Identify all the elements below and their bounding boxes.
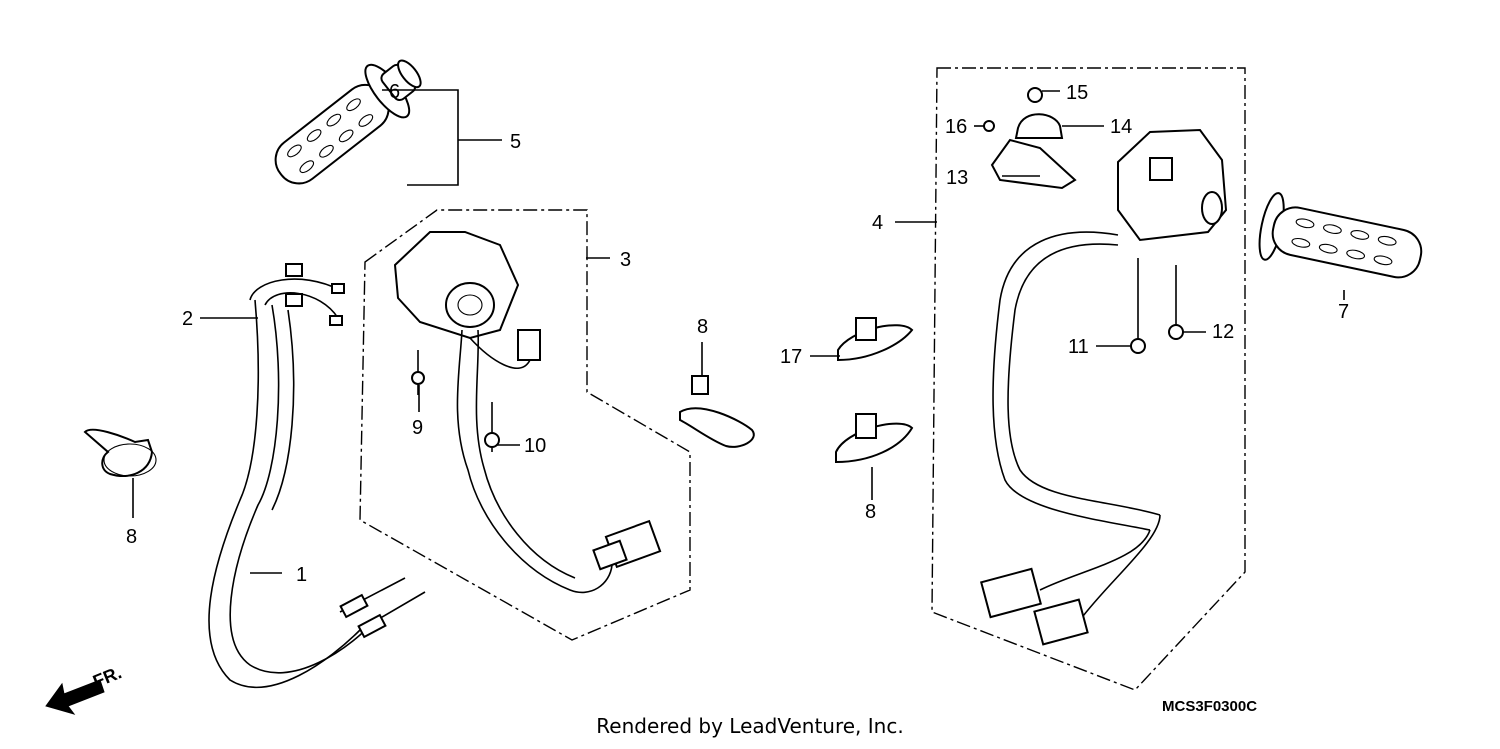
- callout-17: 17: [780, 346, 802, 368]
- left-switch-housing: [393, 231, 662, 594]
- callout-3: 3: [620, 249, 631, 271]
- cable-clamp-middle: [679, 375, 755, 448]
- cable-clamp-left: [83, 428, 157, 477]
- throttle-cables: [208, 263, 426, 688]
- callout-8-right: 8: [865, 501, 876, 523]
- callout-1: 1: [296, 564, 307, 586]
- callout-15: 15: [1066, 82, 1088, 104]
- callout-12: 12: [1212, 321, 1234, 343]
- callout-4: 4: [872, 212, 883, 234]
- left-switch-boundary: [359, 209, 691, 641]
- callout-13: 13: [946, 167, 968, 189]
- callout-10: 10: [524, 435, 546, 457]
- clamps-right: [835, 317, 914, 464]
- bracket-parts: [983, 87, 1077, 190]
- footer-credit: Rendered by LeadVenture, Inc.: [596, 714, 904, 738]
- callout-6: 6: [389, 81, 400, 103]
- callout-16: 16: [945, 116, 967, 138]
- front-arrow-icon: [45, 679, 105, 715]
- right-switch-boundary: [931, 67, 1246, 691]
- leader-lines: [132, 89, 1345, 574]
- callout-8-middle: 8: [697, 316, 708, 338]
- right-switch-housing: [980, 128, 1228, 646]
- callouts: 1 2 3 4 5 6 7 8 8 8 9 10 11 12 13 14 15 …: [126, 81, 1349, 586]
- diagram-code: MCS3F0300C: [1162, 698, 1257, 715]
- left-grip-assembly: [274, 59, 422, 185]
- callout-5: 5: [510, 131, 521, 153]
- right-grip: [1258, 192, 1423, 279]
- callout-7: 7: [1338, 301, 1349, 323]
- front-direction-indicator: FR.: [45, 662, 124, 715]
- callout-2: 2: [182, 308, 193, 330]
- front-label: FR.: [90, 662, 124, 691]
- callout-9: 9: [412, 417, 423, 439]
- callout-8-left: 8: [126, 526, 137, 548]
- callout-14: 14: [1110, 116, 1132, 138]
- callout-11: 11: [1068, 336, 1089, 358]
